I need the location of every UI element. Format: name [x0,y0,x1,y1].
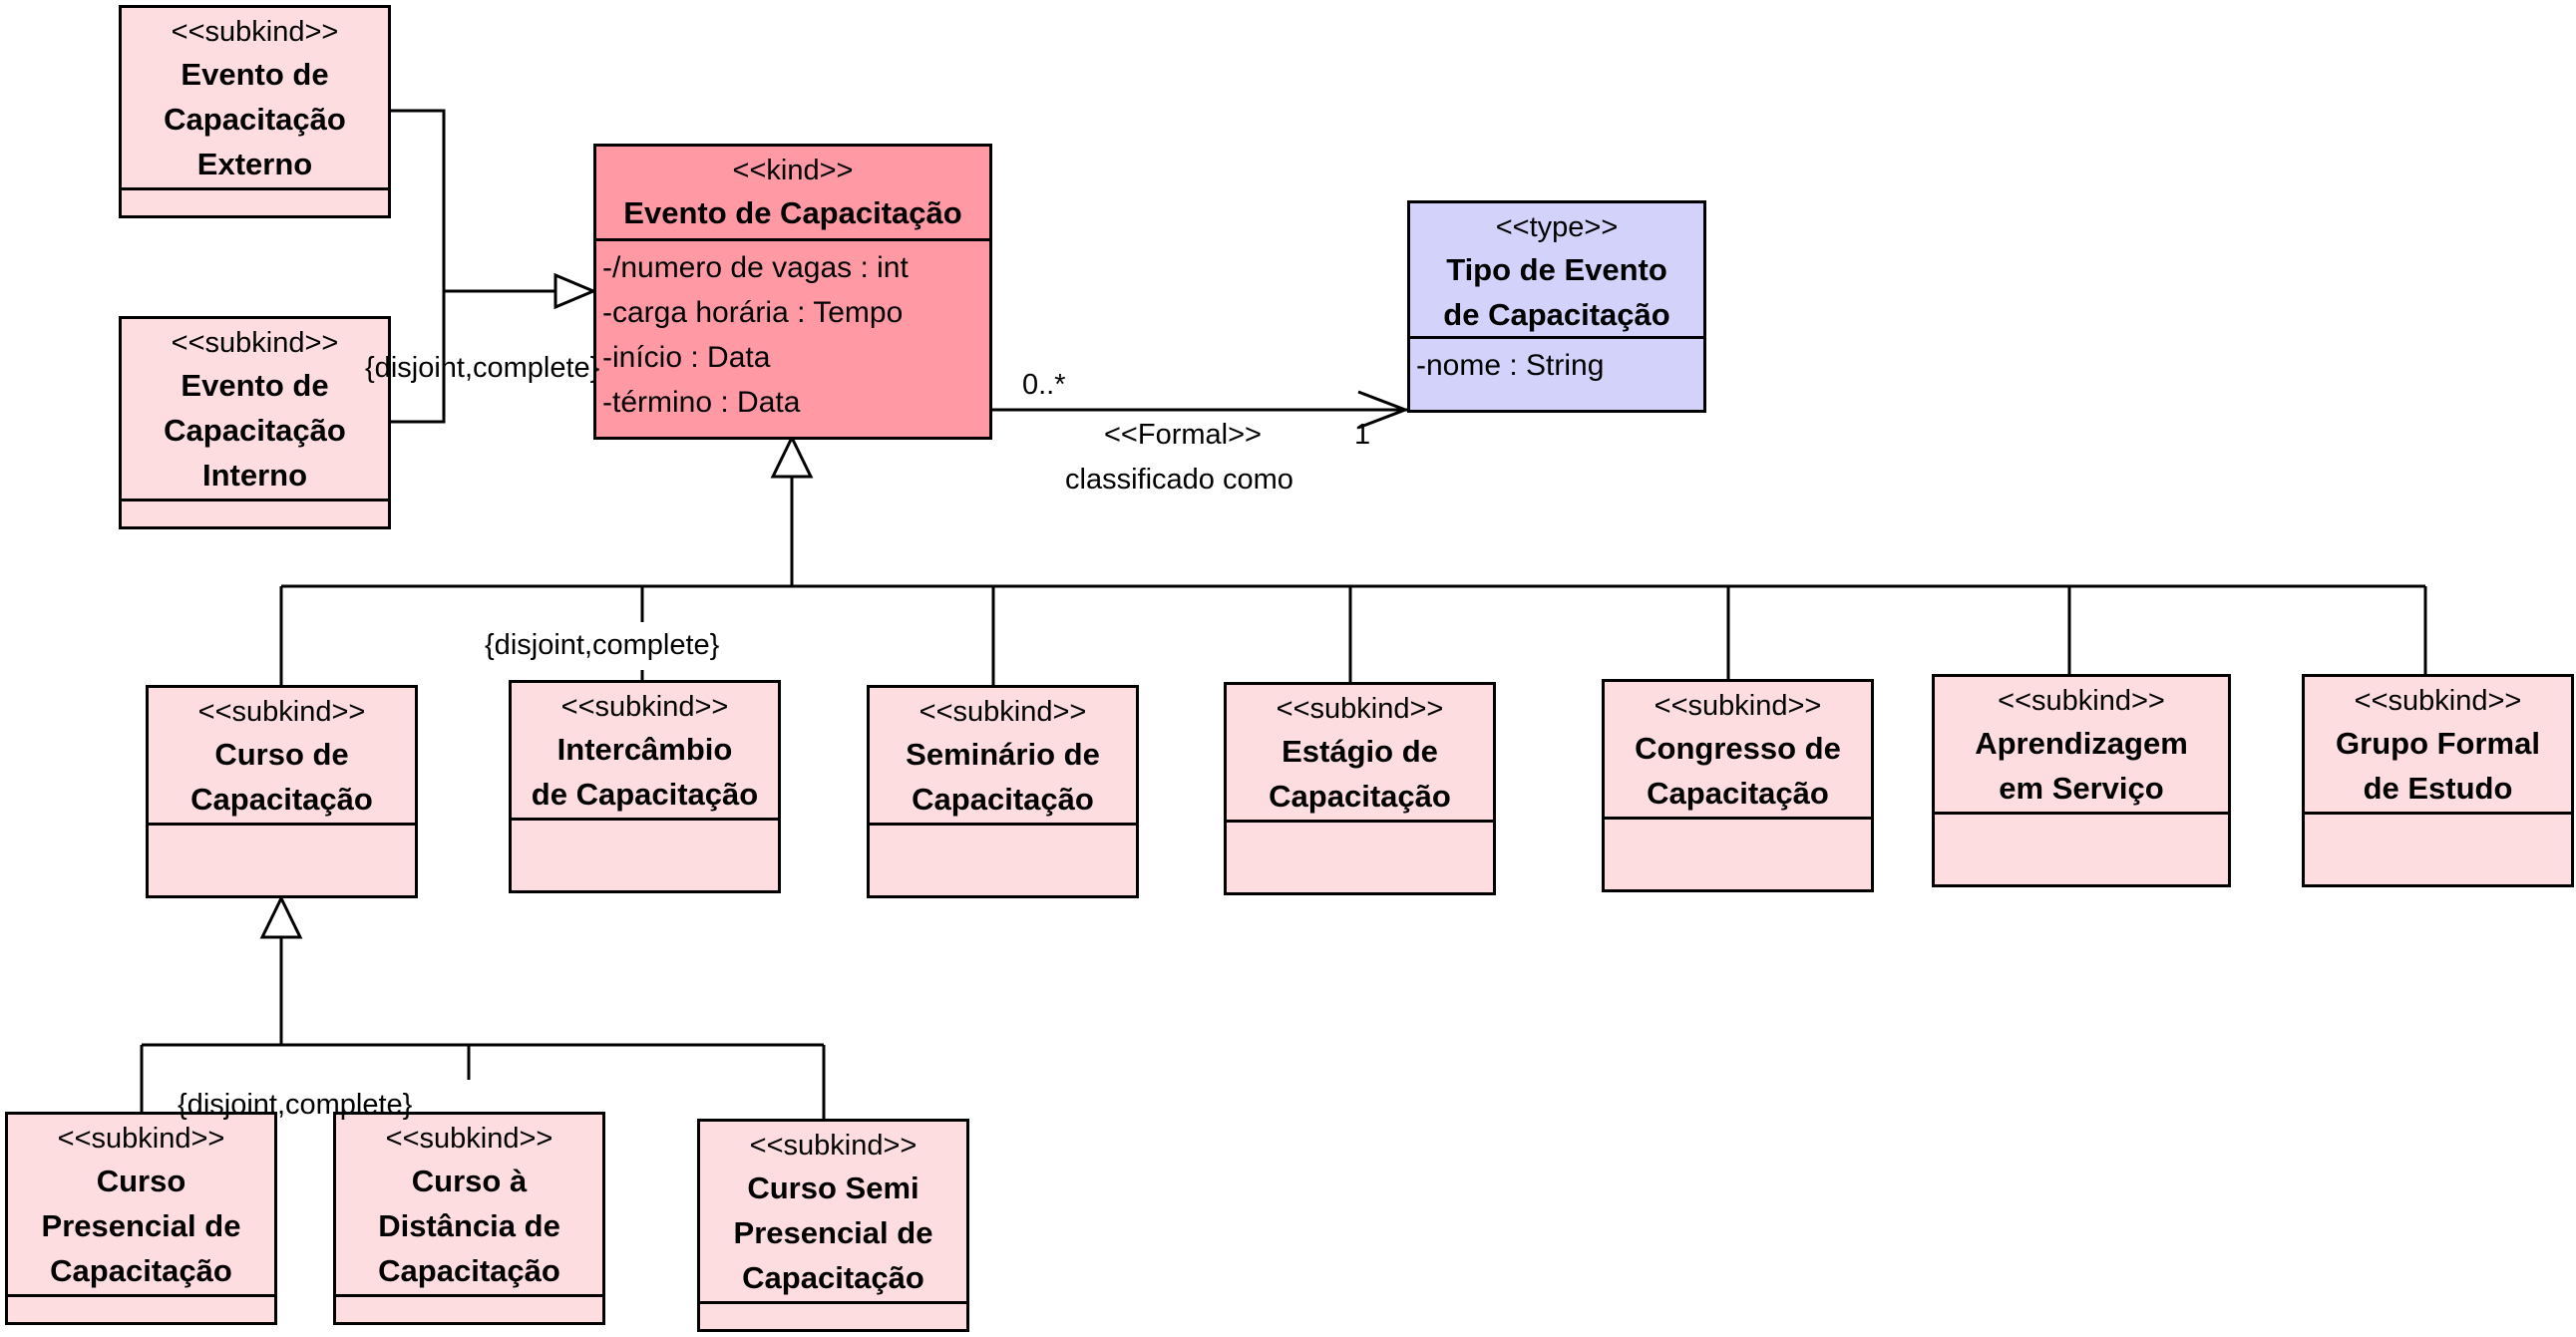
generalization-set-label-curso: {disjoint,complete} [178,1089,413,1121]
class-name-line: Presencial de [41,1208,241,1243]
class-name-line: Tipo de Evento [1446,252,1667,287]
class-seminario[interactable]: <<subkind>> Seminário de Capacitação [867,685,1139,898]
class-name-line: Estágio de [1282,734,1438,769]
class-grupo-formal[interactable]: <<subkind>> Grupo Formal de Estudo [2302,674,2574,887]
class-name: Evento de Capacitação [623,195,962,230]
generalization-set-label-externo-interno: {disjoint,complete} [365,352,600,384]
class-header: <<subkind>> Curso Presencial de Capacita… [8,1115,274,1297]
class-name-line: Capacitação [164,102,346,137]
class-tipo-de-evento[interactable]: <<type>> Tipo de Evento de Capacitação -… [1407,200,1706,413]
generalization-arrowhead-left [555,275,593,307]
association-target-multiplicity: 1 [1354,419,1371,451]
generalization-arrowhead-main [773,438,811,477]
stereotype-label: <<kind>> [732,155,854,186]
generalization-interno-line [391,291,444,422]
class-name-line: Evento de [181,368,329,403]
class-name-line: Interno [201,458,308,493]
class-curso-presencial[interactable]: <<subkind>> Curso Presencial de Capacita… [5,1112,277,1325]
association-name: classificado como [1065,464,1293,496]
stereotype-label: <<subkind>> [560,691,729,723]
class-name-line: Curso [96,1164,186,1198]
stereotype-label: <<subkind>> [919,696,1087,728]
stereotype-label: <<subkind>> [1998,685,2165,717]
stereotype-label: <<subkind>> [171,327,339,359]
stereotype-label: <<subkind>> [1276,693,1444,725]
class-header: <<subkind>> Curso à Distância de Capacit… [336,1115,602,1297]
class-header: <<subkind>> Seminário de Capacitação [870,688,1136,826]
class-name-line: Capacitação [164,413,346,448]
class-name-line: Curso Semi [747,1170,920,1205]
stereotype-label: <<type>> [1495,211,1619,243]
stereotype-label: <<subkind>> [1654,690,1822,722]
class-header: <<subkind>> Grupo Formal de Estudo [2305,677,2571,815]
class-header: <<subkind>> Estágio de Capacitação [1227,685,1493,823]
class-name-line: em Serviço [1999,771,2164,806]
class-name-line: Presencial de [733,1215,933,1250]
class-evento-de-capacitacao[interactable]: <<kind>> Evento de Capacitação -/numero … [593,144,992,440]
class-name-line: Curso à [411,1164,528,1198]
attribute: -início : Data [602,341,771,374]
class-name-line: Curso de [214,737,349,772]
class-curso-distancia[interactable]: <<subkind>> Curso à Distância de Capacit… [333,1112,605,1325]
class-header: <<kind>> Evento de Capacitação [596,147,989,241]
class-header: <<subkind>> Evento de Capacitação Extern… [122,8,388,190]
class-name-line: Aprendizagem [1975,726,2188,761]
class-name-line: de Capacitação [531,777,759,812]
class-header: <<subkind>> Congresso de Capacitação [1605,682,1871,820]
class-name-line: Distância de [378,1208,560,1243]
class-name-line: Capacitação [190,782,373,817]
stereotype-label: <<subkind>> [171,16,339,48]
attribute: -/numero de vagas : int [602,251,909,284]
stereotype-label: <<subkind>> [749,1130,918,1162]
attribute: -carga horária : Tempo [602,296,904,329]
class-name-line: Capacitação [1269,779,1451,814]
stereotype-label: <<subkind>> [385,1123,553,1155]
class-header: <<type>> Tipo de Evento de Capacitação [1410,203,1703,339]
class-header: <<subkind>> Curso de Capacitação [149,688,415,826]
class-header: <<subkind>> Aprendizagem em Serviço [1935,677,2228,815]
class-name-line: Grupo Formal [2336,726,2540,761]
class-name-line: Externo [196,147,313,181]
class-name-line: Capacitação [1647,776,1829,811]
class-curso-de-capacitacao[interactable]: <<subkind>> Curso de Capacitação [146,685,418,898]
class-name-line: Capacitação [742,1260,924,1295]
class-name-line: Capacitação [912,782,1094,817]
class-header: <<subkind>> Evento de Capacitação Intern… [122,319,388,501]
stereotype-label: <<subkind>> [197,696,366,728]
generalization-set-label-main: {disjoint,complete} [485,629,720,661]
class-name-line: Evento de [181,57,329,92]
class-name-line: Capacitação [378,1253,560,1288]
class-name-line: de Capacitação [1443,297,1670,332]
class-header: <<subkind>> Intercâmbio de Capacitação [512,683,778,821]
stereotype-label: <<subkind>> [57,1123,225,1155]
generalization-externo-line [391,111,444,291]
class-congresso[interactable]: <<subkind>> Congresso de Capacitação [1602,679,1874,892]
stereotype-label: <<subkind>> [2354,685,2522,717]
class-name-line: de Estudo [2363,771,2513,806]
class-name-line: Seminário de [906,737,1100,772]
class-name-line: Intercâmbio [556,732,733,767]
class-curso-semipresencial[interactable]: <<subkind>> Curso Semi Presencial de Cap… [697,1119,969,1332]
attribute-list: -nome : String [1410,339,1703,392]
association-stereotype: <<Formal>> [1104,419,1262,451]
class-name-line: Congresso de [1635,731,1841,766]
class-evento-externo[interactable]: <<subkind>> Evento de Capacitação Extern… [119,5,391,218]
class-intercambio[interactable]: <<subkind>> Intercâmbio de Capacitação [509,680,781,893]
attribute: -término : Data [602,386,801,419]
generalization-arrowhead-curso [262,898,300,937]
association-source-multiplicity: 0..* [1022,369,1066,401]
class-evento-interno[interactable]: <<subkind>> Evento de Capacitação Intern… [119,316,391,529]
class-aprendizagem[interactable]: <<subkind>> Aprendizagem em Serviço [1932,674,2231,887]
class-estagio[interactable]: <<subkind>> Estágio de Capacitação [1224,682,1496,895]
attribute: -nome : String [1416,349,1605,382]
attribute-list: -/numero de vagas : int -carga horária :… [596,241,989,429]
association-arrowhead [1358,392,1405,428]
class-name-line: Capacitação [50,1253,232,1288]
class-header: <<subkind>> Curso Semi Presencial de Cap… [700,1122,966,1304]
